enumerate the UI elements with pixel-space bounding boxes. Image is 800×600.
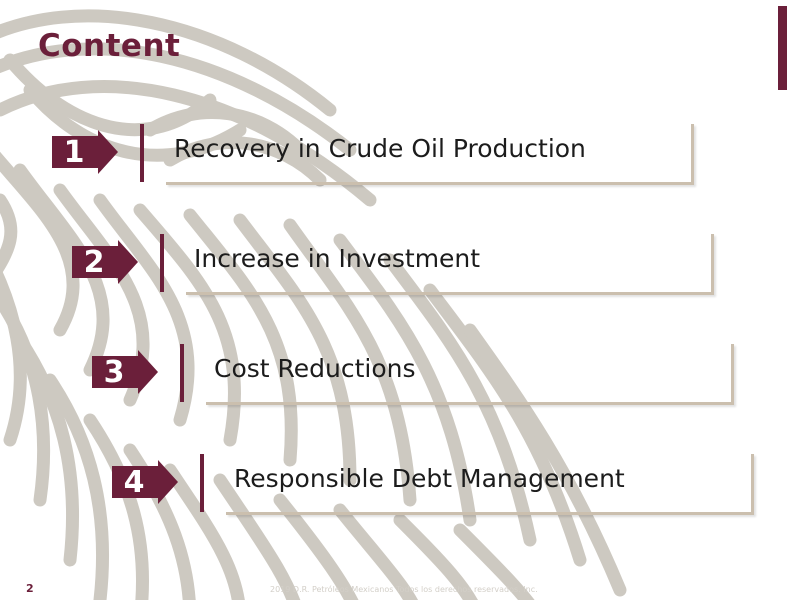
item-label: Responsible Debt Management (234, 464, 625, 493)
item-label: Recovery in Crude Oil Production (174, 134, 586, 163)
list-item: 1 Recovery in Crude Oil Production (48, 124, 698, 188)
page-number: 2 (26, 582, 34, 595)
label-frame (186, 234, 714, 295)
number-arrow-badge: 3 (92, 350, 158, 394)
item-number: 4 (124, 465, 145, 500)
list-item: 2 Increase in Investment (68, 234, 718, 298)
number-arrow-badge: 1 (52, 130, 118, 174)
divider-bar (140, 124, 144, 182)
item-number: 3 (104, 355, 125, 390)
divider-bar (180, 344, 184, 402)
page-title: Content (38, 28, 181, 64)
copyright-footer: 2019 D.R. Petróleos Mexicanos Todos los … (270, 585, 538, 594)
label-frame (226, 454, 754, 515)
divider-bar (160, 234, 164, 292)
label-frame (206, 344, 734, 405)
item-number: 2 (84, 245, 105, 280)
number-arrow-badge: 2 (72, 240, 138, 284)
item-label: Cost Reductions (214, 354, 416, 383)
list-item: 4 Responsible Debt Management (108, 454, 758, 518)
item-number: 1 (64, 135, 85, 170)
list-item: 3 Cost Reductions (88, 344, 738, 408)
label-frame (166, 124, 694, 185)
corner-accent-bar (778, 6, 787, 90)
item-label: Increase in Investment (194, 244, 481, 273)
divider-bar (200, 454, 204, 512)
number-arrow-badge: 4 (112, 460, 178, 504)
